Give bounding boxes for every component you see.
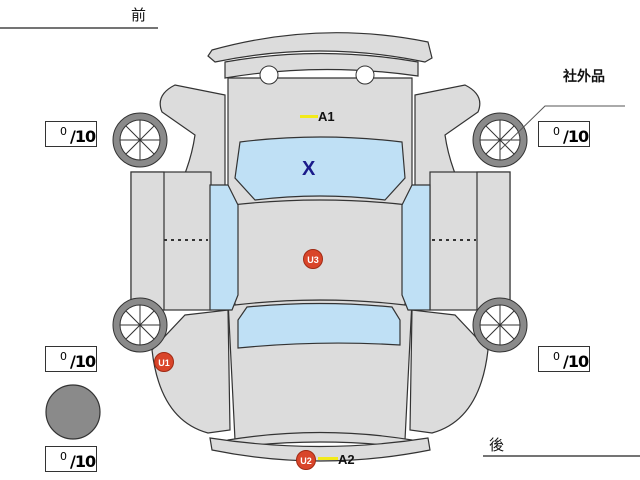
aftermarket-leader-line xyxy=(499,105,625,151)
front-grille xyxy=(224,52,419,79)
damage-code-a1: A1 xyxy=(318,109,335,124)
right-rear-fender xyxy=(409,309,489,434)
scratch-line-a2 xyxy=(318,457,338,460)
spare-tire-icon xyxy=(45,384,101,440)
aftermarket-label: 社外品 xyxy=(563,68,605,84)
left-side-window xyxy=(209,184,239,311)
front-label: 前 xyxy=(131,7,147,24)
rear-label: 後 xyxy=(489,437,505,454)
left-rear-fender xyxy=(151,309,231,434)
damage-code-a2: A2 xyxy=(338,452,355,467)
wheel-front-right-icon xyxy=(472,112,528,168)
front-bumper xyxy=(207,32,433,63)
tire-score-front-right: 0/10 xyxy=(538,121,590,147)
damage-marker-u1: U1 xyxy=(154,352,174,372)
left-headlight xyxy=(259,65,279,85)
tire-score-front-left: 0/10 xyxy=(45,121,97,147)
damage-code-x: X xyxy=(302,158,316,180)
tire-score-spare: 0/10 xyxy=(45,446,97,472)
wheel-rear-right-icon xyxy=(472,297,528,353)
rear-window xyxy=(237,302,401,349)
damage-marker-u2: U2 xyxy=(296,450,316,470)
wheel-rear-left-icon xyxy=(112,297,168,353)
rear-bumper xyxy=(209,437,431,462)
windshield xyxy=(234,136,406,201)
damage-marker-u3: U3 xyxy=(303,249,323,269)
tire-score-rear-right: 0/10 xyxy=(538,346,590,372)
right-headlight xyxy=(355,65,375,85)
right-side-window xyxy=(401,184,431,311)
scratch-line-a1 xyxy=(300,115,318,118)
wheel-front-left-icon xyxy=(112,112,168,168)
tire-score-rear-left: 0/10 xyxy=(45,346,97,372)
